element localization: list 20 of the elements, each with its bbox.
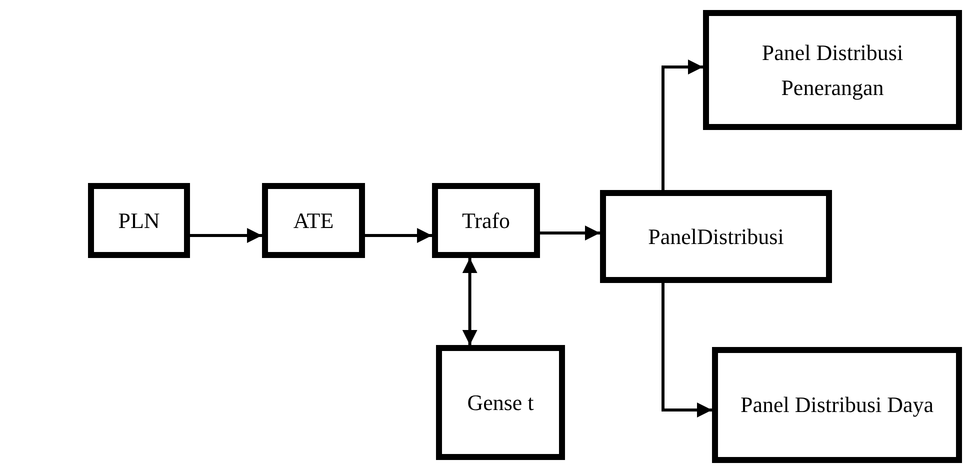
box-label: ATE <box>293 206 334 235</box>
arrow <box>190 228 262 243</box>
process-box <box>432 183 540 258</box>
box-label: Panel Distribusi Penerangan <box>760 38 904 102</box>
process-box <box>600 190 832 283</box>
arrow <box>365 228 432 243</box>
arrow <box>462 258 478 345</box>
process-box <box>703 10 962 130</box>
process-box <box>712 347 962 463</box>
box-label: Trafo <box>462 206 510 235</box>
process-box <box>88 183 190 258</box>
box-label: Gense t <box>466 388 535 417</box>
box-label: PanelDistribusi <box>648 222 784 251</box>
box-label: Panel Distribusi Daya <box>739 391 935 420</box>
arrow <box>540 226 600 240</box>
process-box <box>262 183 365 258</box>
box-label: PLN <box>118 206 160 235</box>
process-box <box>436 345 565 460</box>
arrow <box>662 283 712 418</box>
arrow <box>662 60 703 190</box>
